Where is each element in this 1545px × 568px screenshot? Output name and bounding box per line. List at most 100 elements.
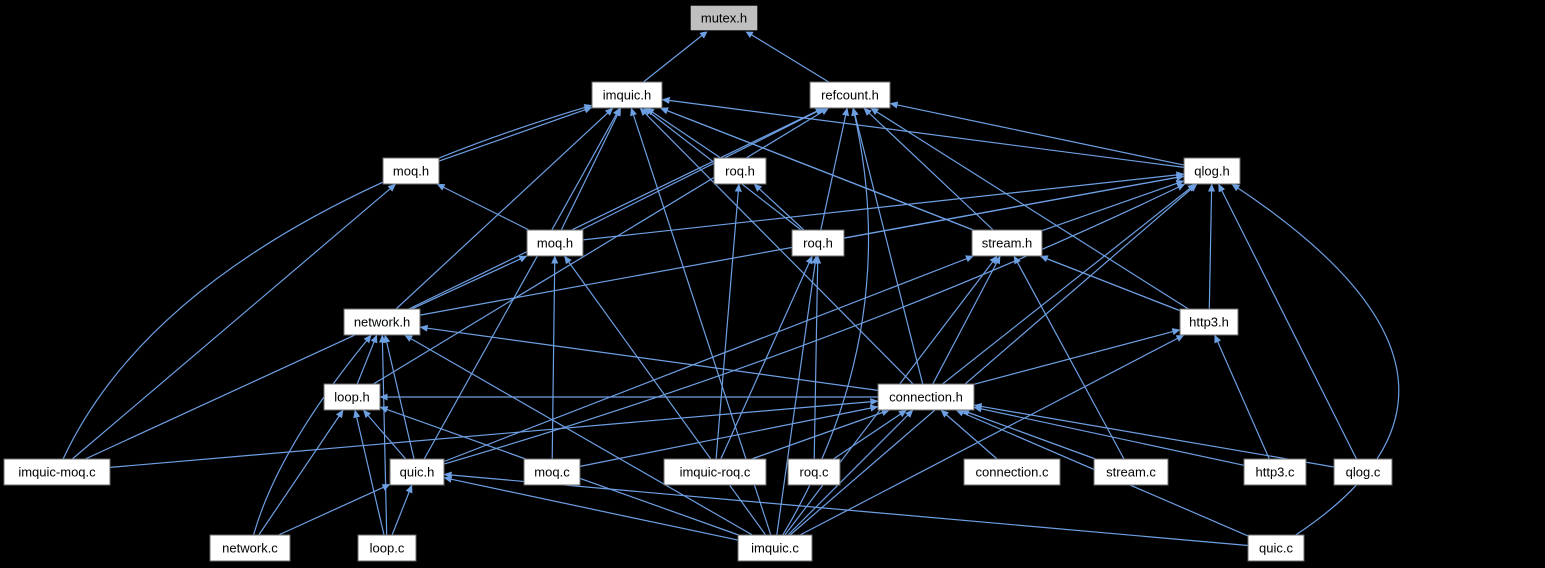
edge-network-c-to-network-h	[253, 334, 372, 536]
edge-connection-h-to-network-h	[419, 324, 879, 391]
edge-qlog-h-to-refcount-h	[889, 101, 1185, 166]
edge-imquic-c-to-qlog-h	[789, 183, 1198, 536]
node-http3-h[interactable]: http3.h	[1179, 308, 1239, 336]
edge-quic-h-to-stream-h	[443, 255, 974, 463]
edge-imquic-roq-c-to-connection-h	[751, 409, 890, 460]
node-refcount-h[interactable]: refcount.h	[809, 81, 891, 109]
node-label: mutex.h	[701, 11, 747, 26]
edge-moq-h-pub-to-imquic-h	[438, 106, 593, 162]
edge-stream-c-to-connection-h	[961, 409, 1096, 460]
edge-roq-c-to-connection-h	[833, 409, 907, 460]
node-box	[971, 229, 1043, 257]
node-label: imquic.h	[603, 88, 651, 103]
node-box	[713, 157, 767, 185]
node-label: loop.h	[334, 390, 369, 405]
node-imquic-h[interactable]: imquic.h	[591, 81, 663, 109]
edge-http3-h-to-refcount-h	[870, 107, 1189, 310]
node-moq-h-int[interactable]: moq.h	[526, 229, 584, 257]
node-label: moq.h	[537, 236, 573, 251]
edge-moq-h-int-to-refcount-h	[580, 107, 825, 231]
node-label: stream.h	[982, 236, 1033, 251]
edge-moq-c-to-connection-h	[579, 404, 879, 467]
node-label: imquic-roq.c	[680, 465, 751, 480]
edge-qlog-h-to-imquic-h	[661, 96, 1185, 168]
edge-connection-c-to-connection-h	[940, 409, 998, 460]
edge-http3-h-to-qlog-h	[1207, 183, 1216, 310]
node-label: moq.c	[534, 465, 570, 480]
node-label: connection.c	[976, 465, 1049, 480]
edge-qlog-c-to-connection-h	[973, 402, 1335, 468]
node-mutex-h[interactable]: mutex.h	[689, 4, 759, 32]
node-loop-c[interactable]: loop.c	[357, 534, 417, 562]
node-moq-h-pub[interactable]: moq.h	[382, 157, 440, 185]
edge-loop-c-to-quic-h	[391, 484, 413, 536]
node-box	[209, 534, 291, 562]
node-box	[689, 4, 759, 32]
edge-network-c-to-quic-h	[278, 483, 391, 536]
node-label: loop.c	[370, 541, 405, 556]
edge-quic-h-to-loop-h	[362, 409, 407, 460]
node-http3-c[interactable]: http3.c	[1243, 458, 1307, 486]
node-imquic-c[interactable]: imquic.c	[737, 534, 813, 562]
node-box	[1333, 458, 1393, 486]
edge-moq-c-to-moq-h-int	[551, 255, 559, 460]
node-roq-c[interactable]: roq.c	[787, 458, 841, 486]
edge-connection-h-to-qlog-h	[942, 183, 1196, 385]
edge-quic-h-to-imquic-h	[423, 107, 621, 460]
node-label: roq.h	[803, 236, 833, 251]
edge-moq-h-int-to-moq-h-pub	[436, 183, 530, 231]
edge-http3-c-to-http3-h	[1214, 334, 1270, 460]
node-box	[343, 308, 421, 336]
node-label: stream.c	[1106, 465, 1156, 480]
edge-refcount-h-to-mutex-h	[744, 30, 830, 83]
node-stream-c[interactable]: stream.c	[1093, 458, 1169, 486]
node-imquic-moq-c[interactable]: imquic-moq.c	[3, 458, 111, 486]
node-label: qlog.h	[1194, 164, 1229, 179]
edge-http3-c-to-connection-h	[973, 405, 1245, 466]
node-box	[591, 81, 663, 109]
node-network-h[interactable]: network.h	[343, 308, 421, 336]
node-quic-h[interactable]: quic.h	[389, 458, 445, 486]
edge-moq-h-int-to-imquic-h	[560, 107, 622, 231]
node-label: refcount.h	[821, 88, 879, 103]
node-roq-h-pub[interactable]: roq.h	[713, 157, 767, 185]
edge-roq-h-int-to-refcount-h	[820, 107, 850, 231]
edge-imquic-moq-c-to-connection-h	[109, 398, 879, 468]
node-loop-h[interactable]: loop.h	[323, 383, 381, 411]
node-label: roq.h	[725, 164, 755, 179]
edge-roq-h-int-to-qlog-h	[843, 173, 1185, 239]
node-box	[389, 458, 445, 486]
node-connection-h[interactable]: connection.h	[877, 383, 975, 411]
node-box	[737, 534, 813, 562]
node-quic-c[interactable]: quic.c	[1247, 534, 1305, 562]
graph-nodes: mutex.h imquic.h refcount.h moq.h roq.h qlog.…	[3, 4, 1393, 562]
edge-connection-h-to-http3-h	[973, 328, 1181, 385]
edge-qlog-c-to-qlog-h	[1217, 183, 1358, 460]
node-label: network.h	[354, 315, 410, 330]
edge-roq-h-int-to-roq-h-pub	[753, 183, 805, 231]
node-label: http3.h	[1189, 315, 1229, 330]
edge-imquic-h-to-mutex-h	[643, 30, 708, 83]
node-box	[3, 458, 111, 486]
edge-imquic-moq-c-to-moq-h-int	[85, 255, 528, 460]
node-network-c[interactable]: network.c	[209, 534, 291, 562]
node-box	[1179, 308, 1239, 336]
edge-loop-h-to-network-h	[356, 334, 378, 385]
node-label: roq.c	[800, 465, 829, 480]
edge-moq-h-int-to-qlog-h	[582, 171, 1185, 241]
node-connection-c[interactable]: connection.c	[963, 458, 1061, 486]
edge-quic-c-to-quic-h	[443, 471, 1249, 547]
edge-quic-c-to-qlog-h	[1231, 183, 1400, 536]
node-qlog-h[interactable]: qlog.h	[1183, 157, 1241, 185]
edge-network-c-to-loop-h	[258, 409, 344, 536]
node-stream-h[interactable]: stream.h	[971, 229, 1043, 257]
edge-imquic-roq-c-to-roq-h-pub	[715, 183, 742, 460]
node-imquic-roq-c[interactable]: imquic-roq.c	[663, 458, 767, 486]
edge-loop-h-to-refcount-h	[373, 107, 829, 385]
node-qlog-c[interactable]: qlog.c	[1333, 458, 1393, 486]
node-label: imquic.c	[751, 541, 799, 556]
edge-imquic-c-to-moq-h-int	[563, 255, 767, 536]
node-box	[357, 534, 417, 562]
node-roq-h-int[interactable]: roq.h	[791, 229, 845, 257]
node-moq-c[interactable]: moq.c	[523, 458, 581, 486]
